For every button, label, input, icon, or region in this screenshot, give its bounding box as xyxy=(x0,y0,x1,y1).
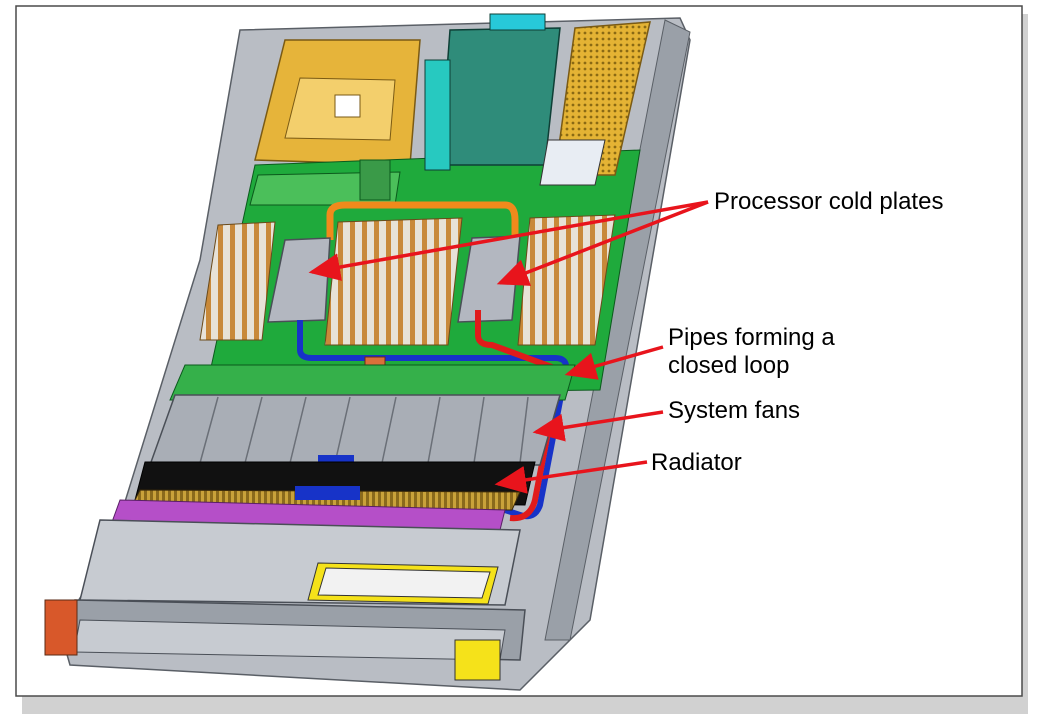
arrow-radiator xyxy=(494,460,648,494)
pcie-card xyxy=(439,27,561,166)
arrow-cold-plate-left xyxy=(308,200,709,281)
fan-dividers xyxy=(199,396,529,464)
arrow-pipes xyxy=(564,345,664,380)
label-processor-cold-plates: Processor cold plates xyxy=(714,188,944,215)
connector xyxy=(359,159,391,201)
pcie-bracket xyxy=(424,59,451,171)
label-pipes-closed-loop: Pipes forming a closed loop xyxy=(668,324,835,380)
radiator-blue-block xyxy=(295,486,360,500)
pipe-red xyxy=(475,310,564,522)
label-system-fans: System fans xyxy=(668,397,801,424)
label-pipes-line2: closed loop xyxy=(668,352,790,379)
arrow-cold-plate-right xyxy=(496,200,709,286)
dimm-bank-middle xyxy=(324,217,463,346)
front-yellow-block xyxy=(454,639,501,681)
label-pipes-line1: Pipes forming a xyxy=(668,324,835,351)
label-radiator: Radiator xyxy=(651,449,742,476)
fan-rail xyxy=(169,364,576,401)
service-label-inner xyxy=(317,567,491,599)
riser-mesh xyxy=(554,21,651,176)
pcie-card-top xyxy=(489,13,546,31)
dimm-bank-left xyxy=(199,221,276,341)
system-fans xyxy=(148,394,561,466)
front-handle xyxy=(44,599,78,656)
chassis-right-wall xyxy=(544,19,691,641)
arrow-fans xyxy=(532,410,664,442)
riser-label xyxy=(539,139,606,186)
riser-cage-hole xyxy=(334,94,361,118)
pipe-orange xyxy=(326,201,519,240)
